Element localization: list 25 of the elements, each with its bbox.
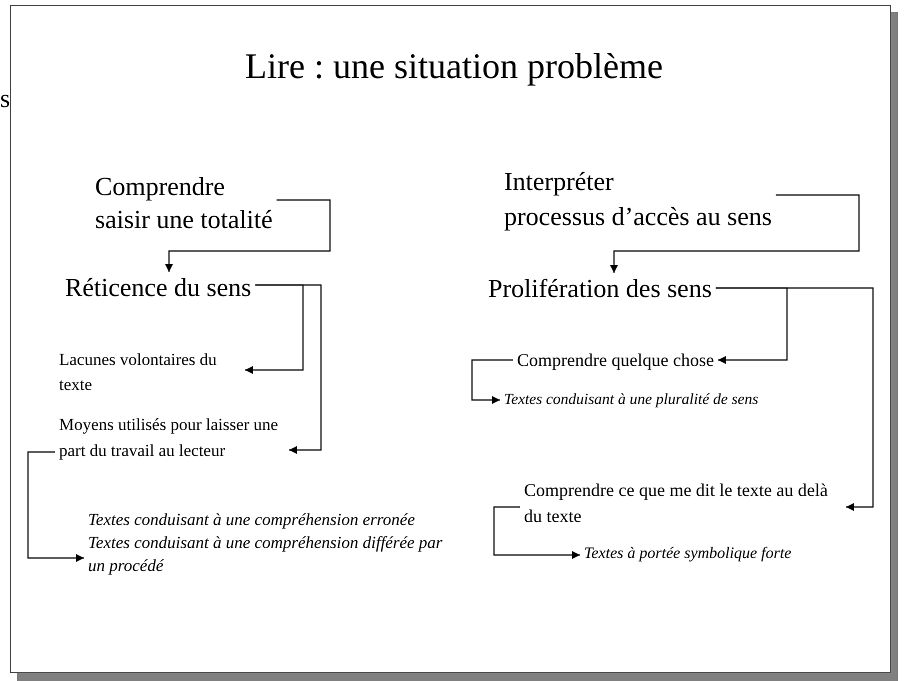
connector-arrow	[493, 506, 580, 559]
example-text: Textes conduisant à une compréhension erronée	[88, 509, 416, 531]
concept-text: processus d’accès au sens	[504, 201, 772, 233]
text-fragment: s	[0, 84, 10, 114]
concept-text: Réticence du sens	[65, 272, 252, 304]
example-text: Textes conduisant à une compréhension différée par un procédé	[88, 532, 444, 577]
concept-text: Lacunes volontaires du texte	[59, 349, 218, 396]
example-text: Textes conduisant à une pluralité de sens	[504, 390, 758, 410]
example-text: Textes à portée symbolique forte	[584, 544, 792, 564]
concept-text: Prolifération des sens	[488, 273, 712, 305]
connector-arrow	[716, 287, 788, 364]
connector-arrow	[716, 287, 874, 511]
slide-title: Lire : une situation problème	[244, 45, 664, 88]
concept-text: Moyens utilisés pour laisser une part du travail au lecteur	[59, 414, 280, 462]
connector-arrow	[165, 199, 331, 272]
concept-text: Comprendre ce que me dit le texte au delà du texte	[524, 479, 829, 528]
connector-arrow	[245, 284, 304, 374]
connector-arrow	[471, 359, 513, 404]
connector-arrow	[255, 284, 322, 454]
connector-arrow	[610, 194, 860, 273]
concept-text: saisir une totalité	[95, 204, 273, 236]
concept-text: Comprendre	[95, 171, 226, 203]
concept-text: Comprendre quelque chose	[517, 349, 714, 372]
connector-arrow	[27, 451, 84, 562]
concept-text: Interpréter	[504, 166, 615, 198]
